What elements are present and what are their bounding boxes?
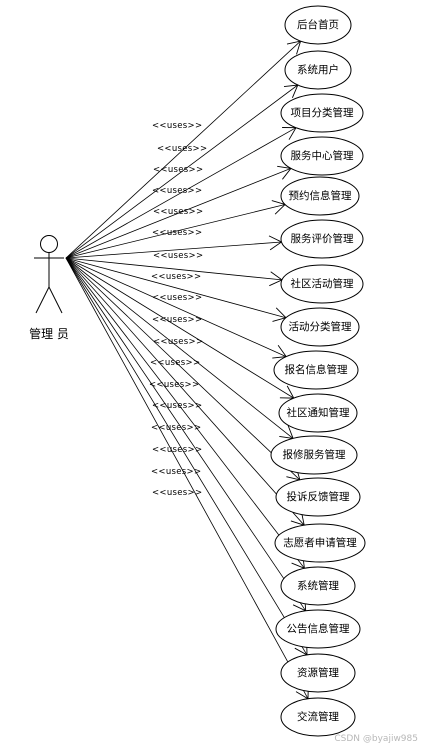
use-case-ellipse (280, 264, 364, 304)
use-case: 预约信息管理 (280, 176, 360, 216)
use-case: 报修服务管理 (270, 435, 358, 475)
stereotype-labels: <<uses>> <<uses>> <<uses>> <<uses>> <<uses>>… (149, 121, 207, 498)
association-line (65, 257, 305, 569)
use-case-ellipse (280, 219, 364, 259)
use-case: 社区通知管理 (278, 393, 358, 433)
use-case-ellipse (280, 653, 356, 693)
use-case-ellipse (270, 435, 358, 475)
association-line (65, 168, 292, 259)
use-case-ellipse (284, 5, 352, 45)
stereotype-label: <<uses>> (153, 165, 203, 175)
stereotype-label: <<uses>> (149, 380, 199, 390)
stereotype-label: <<uses>> (152, 228, 202, 238)
association-line (65, 257, 287, 319)
association-line (65, 257, 308, 656)
use-case-label: 服务中心管理 (291, 149, 354, 162)
use-case: 报名信息管理 (273, 350, 359, 390)
use-case-ellipse (275, 477, 361, 517)
association-line (65, 257, 295, 399)
use-case: 系统管理 (280, 566, 356, 606)
use-case-ellipse (280, 176, 360, 216)
use-case-ellipse (280, 566, 356, 606)
association-line (65, 257, 309, 699)
stereotype-label: <<uses>> (152, 445, 202, 455)
use-case-ellipse (280, 93, 364, 133)
use-case-ellipse (274, 523, 366, 563)
use-case-label: 系统管理 (297, 579, 339, 592)
use-case: 活动分类管理 (280, 307, 360, 347)
use-case: 服务评价管理 (280, 219, 364, 259)
stereotype-label: <<uses>> (150, 358, 200, 368)
watermark: CSDN @byajiw985 (334, 734, 418, 744)
actor-label: 管理 员 (29, 326, 69, 341)
use-case: 服务中心管理 (280, 136, 364, 176)
association-line (65, 40, 301, 259)
use-case-label: 预约信息管理 (289, 189, 352, 202)
stereotype-label: <<uses>> (153, 337, 203, 347)
use-case: 公告信息管理 (275, 609, 361, 649)
use-case-ellipse (275, 609, 361, 649)
use-case-label: 交流管理 (297, 710, 339, 723)
association-line (65, 127, 297, 259)
association-line (65, 204, 286, 259)
stereotype-label: <<uses>> (151, 467, 201, 477)
use-case-label: 社区通知管理 (287, 406, 350, 419)
use-case-label: 报名信息管理 (285, 363, 348, 376)
use-case-label: 报修服务管理 (283, 448, 346, 461)
use-case-ellipse (284, 50, 352, 90)
use-case-label: 项目分类管理 (291, 106, 354, 119)
association-line (65, 257, 307, 612)
arrow-head (279, 385, 295, 399)
use-case-label: 社区活动管理 (291, 277, 354, 290)
association-line (65, 257, 283, 281)
use-case-label: 服务评价管理 (291, 232, 354, 245)
actor: 管理 员 (29, 235, 69, 341)
stereotype-label: <<uses>> (152, 315, 202, 325)
use-case: 社区活动管理 (280, 264, 364, 304)
stereotype-label: <<uses>> (152, 488, 202, 498)
use-case-ellipse (278, 393, 358, 433)
use-case-label: 活动分类管理 (289, 320, 352, 333)
use-case-ellipse (273, 350, 359, 390)
actor-right-leg (48, 286, 63, 314)
stereotype-label: <<uses>> (151, 423, 201, 433)
use-case: 投诉反馈管理 (275, 477, 361, 517)
association-line (65, 257, 301, 481)
use-case-ellipse (280, 307, 360, 347)
stereotype-label: <<uses>> (153, 251, 203, 261)
association-line (65, 84, 299, 259)
association-line (65, 241, 282, 259)
use-case: 项目分类管理 (280, 93, 364, 133)
stereotype-label: <<uses>> (152, 121, 202, 131)
use-case-label: 志愿者申请管理 (283, 536, 357, 549)
use-case: 志愿者申请管理 (274, 523, 366, 563)
use-cases: 后台首页系统用户项目分类管理服务中心管理预约信息管理服务评价管理社区活动管理活动… (270, 5, 366, 737)
use-case-label: 资源管理 (297, 666, 339, 679)
stereotype-label: <<uses>> (153, 207, 203, 217)
use-case-label: 系统用户 (297, 63, 339, 76)
stereotype-label: <<uses>> (152, 293, 202, 303)
use-case: 交流管理 (280, 697, 356, 737)
use-case: 后台首页 (284, 5, 352, 45)
use-case-ellipse (280, 136, 364, 176)
use-case-label: 后台首页 (297, 18, 339, 31)
use-case-label: 公告信息管理 (287, 622, 350, 635)
stereotype-label: <<uses>> (152, 401, 202, 411)
stereotype-label: <<uses>> (157, 144, 207, 154)
association-line (65, 257, 287, 357)
use-case: 系统用户 (284, 50, 352, 90)
use-case-label: 投诉反馈管理 (287, 490, 350, 503)
actor-head (40, 235, 58, 253)
actor-left-leg (35, 286, 50, 314)
stereotype-label: <<uses>> (152, 186, 202, 196)
use-case: 资源管理 (280, 653, 356, 693)
association-line (65, 257, 305, 526)
stereotype-label: <<uses>> (151, 272, 201, 282)
use-case-ellipse (280, 697, 356, 737)
association-line (65, 257, 294, 439)
associations (65, 40, 309, 700)
